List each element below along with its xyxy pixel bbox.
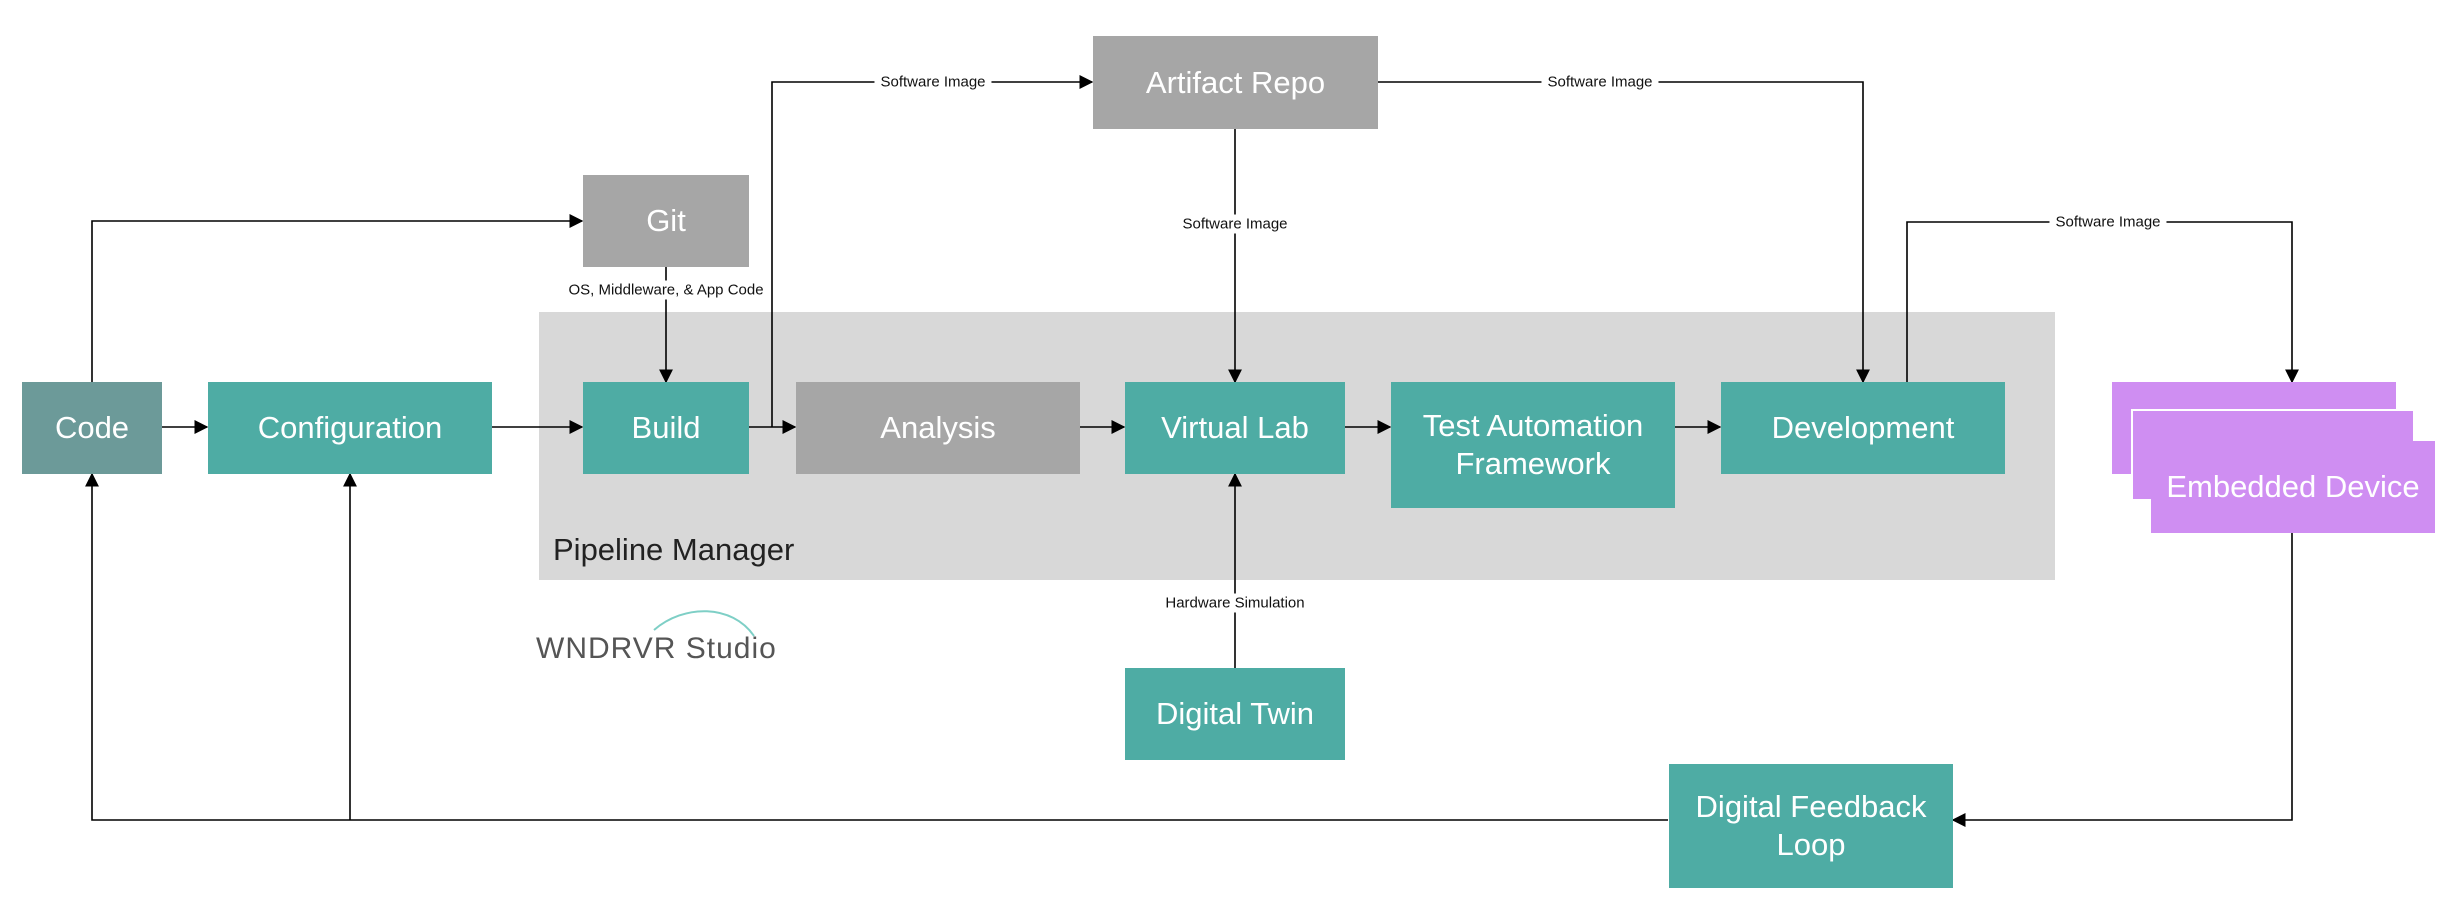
node-embedded-device: Embedded Device bbox=[2151, 441, 2435, 533]
pipeline-manager-label: Pipeline Manager bbox=[553, 532, 795, 567]
edge-label-development-device: Software Image bbox=[2049, 212, 2167, 232]
node-build: Build bbox=[583, 382, 749, 474]
edge-label-twin-virtual-lab: Hardware Simulation bbox=[1159, 593, 1311, 613]
node-analysis: Analysis bbox=[796, 382, 1080, 474]
node-development: Development bbox=[1721, 382, 2005, 474]
edge-label-git-build: OS, Middleware, & App Code bbox=[562, 280, 770, 300]
node-code: Code bbox=[22, 382, 162, 474]
node-digital-feedback-loop: Digital Feedback Loop bbox=[1669, 764, 1953, 888]
wndrvr-studio-logo: WNDRVR Studio bbox=[536, 596, 796, 676]
edge-development-device bbox=[1906, 221, 2299, 384]
edge-code-git bbox=[91, 214, 584, 382]
node-configuration: Configuration bbox=[208, 382, 492, 474]
node-artifact-repo: Artifact Repo bbox=[1093, 36, 1378, 129]
edge-feedback-code bbox=[85, 472, 1668, 821]
node-virtual-lab: Virtual Lab bbox=[1125, 382, 1345, 474]
node-digital-twin: Digital Twin bbox=[1125, 668, 1345, 760]
logo-text: WNDRVR Studio bbox=[536, 632, 777, 665]
edge-label-build-artifact: Software Image bbox=[874, 72, 992, 92]
edge-build-artifact bbox=[771, 75, 1094, 427]
edge-device-feedback bbox=[1951, 533, 2293, 827]
edge-label-artifact-virtual-lab: Software Image bbox=[1176, 214, 1294, 234]
node-git: Git bbox=[583, 175, 749, 267]
logo-arc-icon bbox=[653, 610, 755, 637]
edge-label-artifact-development: Software Image bbox=[1541, 72, 1659, 92]
node-test-automation: Test Automation Framework bbox=[1391, 382, 1675, 508]
edge-artifact-development bbox=[1378, 81, 1870, 384]
